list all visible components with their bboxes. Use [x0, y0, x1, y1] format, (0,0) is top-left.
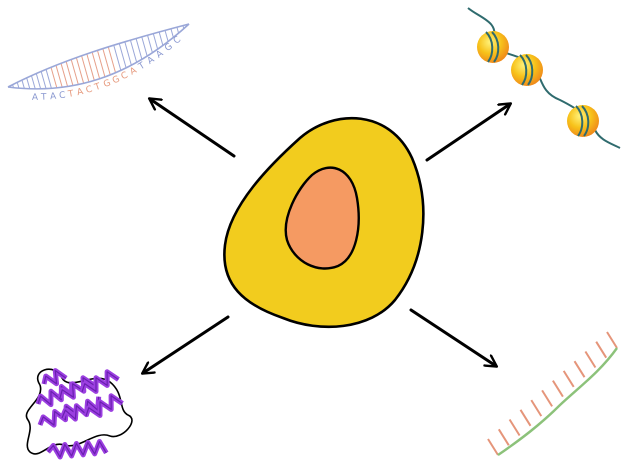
dna-base-pair — [130, 40, 136, 62]
dna-base-pair — [82, 56, 89, 82]
rna-base — [521, 410, 531, 426]
dna-base-pair — [165, 30, 168, 41]
dna-base-pair — [92, 52, 100, 79]
dna-sequence-letter: C — [172, 35, 184, 47]
rna-base — [531, 400, 541, 416]
dna-base-pair — [66, 61, 73, 85]
rna-base — [553, 381, 563, 397]
dna-base-pair — [87, 54, 94, 81]
rna-base — [542, 390, 552, 406]
arrow-to-chromatin — [427, 104, 510, 160]
cell — [224, 118, 423, 327]
dna-base-pair — [125, 42, 132, 65]
dna-sequence-letter: A — [32, 93, 39, 103]
dna-base-pair — [108, 47, 115, 73]
arrow-to-protein — [143, 317, 228, 373]
dna-base-pair — [119, 43, 126, 67]
rna-strand — [488, 332, 617, 455]
dna-base-pair — [153, 34, 157, 50]
dna-sequence-letter: A — [50, 92, 58, 103]
rna-base — [499, 429, 509, 445]
nucleosome-bead — [567, 105, 599, 137]
dna-base-pair — [97, 50, 104, 77]
dna-base-pair — [142, 37, 147, 56]
dna-base-pair — [76, 58, 83, 84]
dna-sequence-letter: A — [76, 87, 85, 98]
dna-base-pair — [61, 63, 68, 86]
dna-base-pair — [136, 38, 142, 59]
dna-sequence-letter: C — [85, 84, 94, 95]
dna-sequence-letter: T — [93, 82, 103, 94]
dna-base-pair — [71, 59, 78, 84]
dna-base-pair — [41, 71, 46, 88]
dna-base-pair — [36, 73, 40, 88]
arrow-to-rna — [411, 310, 496, 366]
dna-base-pair — [51, 67, 57, 88]
rna-base — [607, 332, 617, 348]
dna-base-pair — [159, 32, 163, 45]
rna-base — [564, 371, 574, 387]
dna-sequence-letter: A — [154, 48, 166, 60]
dna-base-pair — [27, 78, 30, 89]
dna-base-pair — [103, 49, 110, 75]
nucleosome-bead — [477, 31, 509, 63]
dna-base-pair — [148, 35, 153, 53]
dna-sequence-letter: A — [128, 65, 139, 77]
rna-base — [585, 352, 595, 368]
rna-backbone — [498, 348, 617, 455]
dna-sequence-letter: C — [59, 91, 67, 102]
rna-base — [596, 342, 606, 358]
dna-sequence-letter: T — [136, 61, 147, 73]
dna-sequence-letter: A — [146, 54, 157, 66]
rna-base — [488, 439, 498, 455]
dna-base-pair — [22, 80, 24, 88]
dna-base-pair — [46, 69, 51, 88]
arrow-to-dna — [150, 99, 234, 156]
dna-base-pair — [31, 76, 35, 89]
dna-base-pair — [114, 45, 121, 70]
dna-sequence-letter: C — [120, 70, 131, 82]
dna-base-pair — [56, 65, 62, 87]
protein-structure — [26, 369, 132, 457]
dna-base-pair — [171, 29, 173, 38]
rna-base — [510, 420, 520, 436]
dna-sequence-letter: T — [66, 89, 75, 100]
dna-sequence-letter: T — [40, 93, 47, 103]
rna-bases — [488, 332, 617, 455]
nucleosome-bead — [511, 54, 543, 86]
dna-base-pair — [177, 27, 179, 33]
rna-base — [575, 361, 585, 377]
chromatin-nucleosomes — [468, 8, 620, 148]
